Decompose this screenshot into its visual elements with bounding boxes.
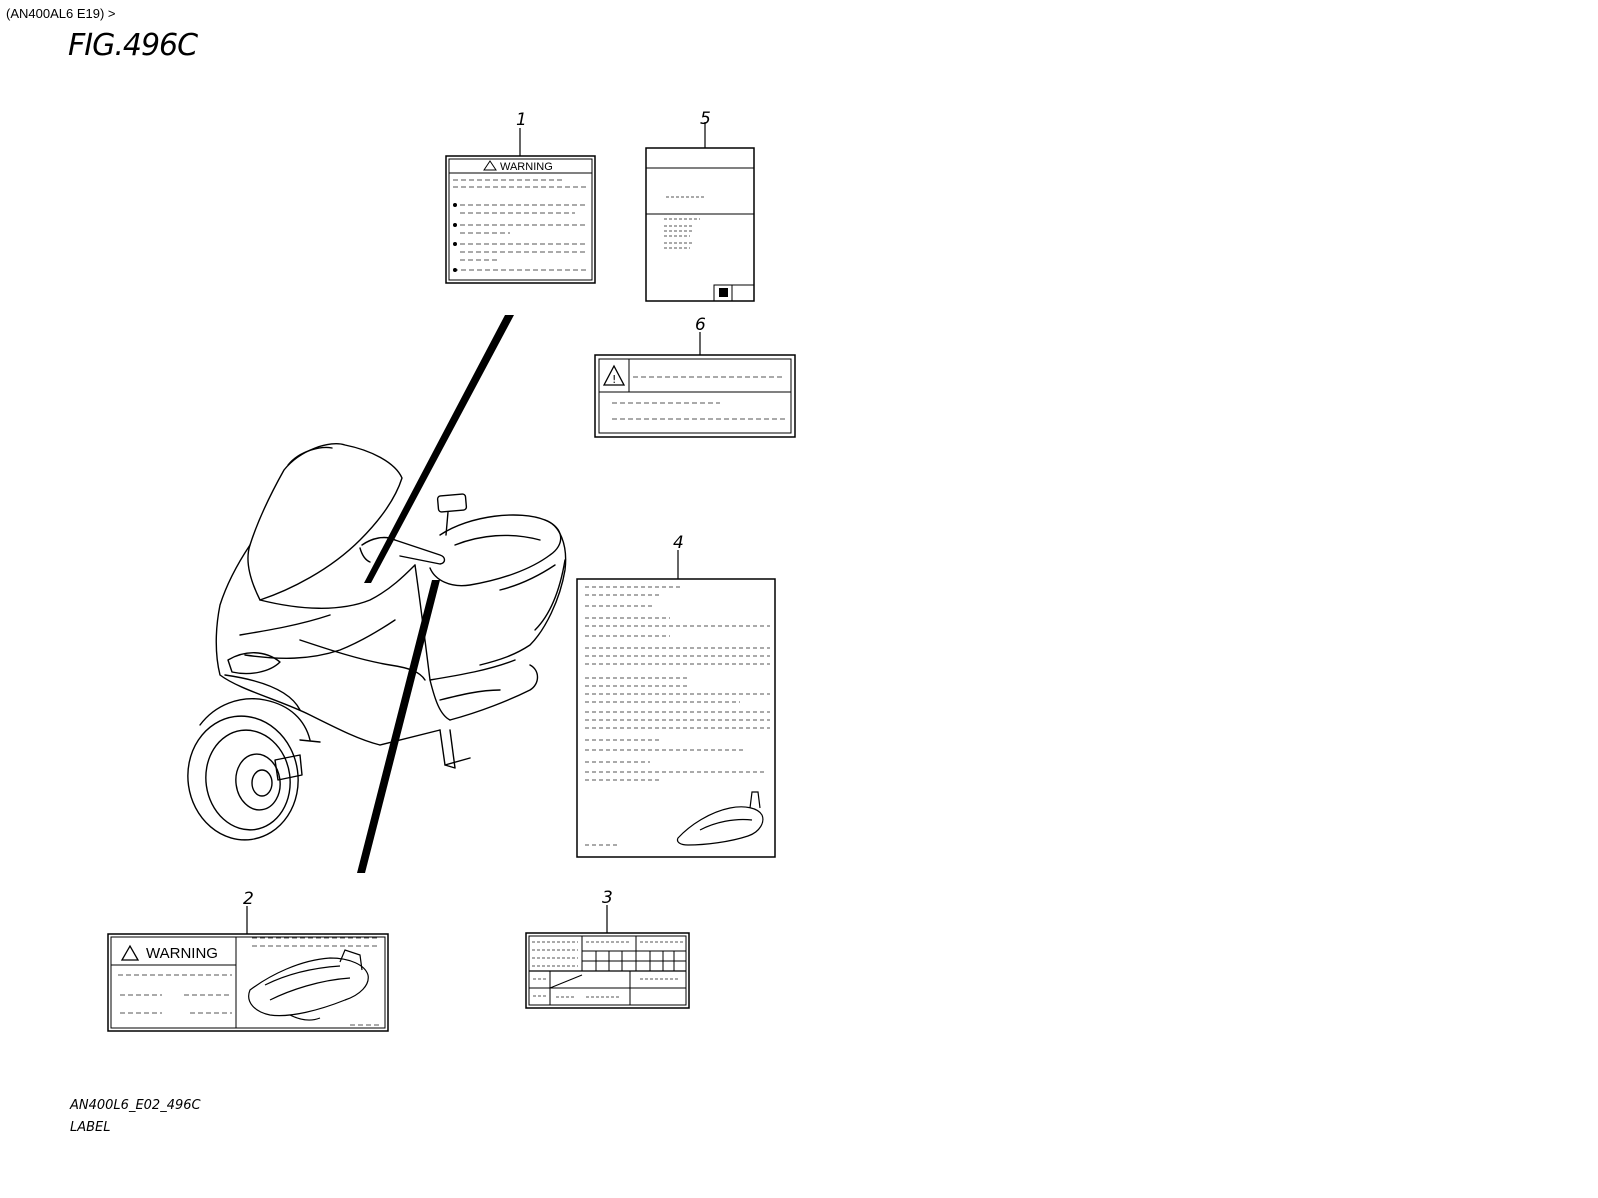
breadcrumb[interactable]: (AN400AL6 E19) > xyxy=(6,6,116,21)
label-3-spec-table[interactable] xyxy=(525,932,690,1009)
seat-illustration xyxy=(676,791,764,846)
label-1-warning[interactable]: WARNING xyxy=(445,155,596,284)
callout-6: 6 xyxy=(695,315,706,335)
callout-2: 2 xyxy=(243,889,254,909)
callout-1: 1 xyxy=(516,110,527,130)
drawing-code: AN400L6_E02_496C xyxy=(70,1098,201,1113)
seat-illustration xyxy=(248,949,369,1021)
callout-5: 5 xyxy=(700,109,711,129)
label-2-warning[interactable]: WARNING xyxy=(107,933,389,1032)
label-1-warning-text: WARNING xyxy=(500,161,553,173)
label-5-manual[interactable] xyxy=(645,147,755,302)
figure-title: FIG.496C xyxy=(68,28,198,63)
label-6-caution[interactable]: ! xyxy=(594,354,796,438)
brand-logo-icon xyxy=(719,288,728,297)
label-4-info-sheet[interactable] xyxy=(576,578,776,858)
callout-4: 4 xyxy=(673,533,684,553)
callout-3: 3 xyxy=(602,888,613,908)
warning-triangle-icon xyxy=(602,364,626,386)
warning-triangle-icon xyxy=(483,160,497,171)
warning-triangle-icon xyxy=(120,944,140,961)
svg-text:!: ! xyxy=(612,373,616,386)
diagram-caption: LABEL xyxy=(70,1120,111,1135)
leader-line-upper xyxy=(364,315,514,583)
scooter-illustration xyxy=(187,443,567,841)
label-2-warning-text: WARNING xyxy=(146,945,218,962)
leader-line-lower xyxy=(357,580,440,873)
